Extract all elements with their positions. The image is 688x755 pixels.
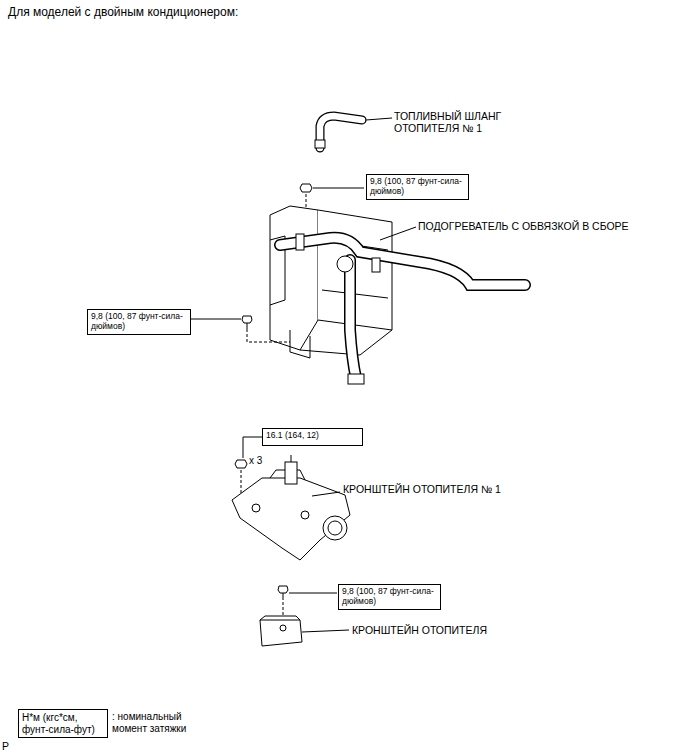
bolt — [242, 316, 252, 332]
bolt — [278, 586, 288, 600]
part-name: ТОПЛИВНЫЙ ШЛАНГ ОТОПИТЕЛЯ № 1 — [394, 110, 524, 134]
torque-value: 9,8 (100, 87 фунт-сила-дюймов) — [342, 587, 437, 607]
torque-box: 9,8 (100, 87 фунт-сила-дюймов) — [338, 584, 441, 610]
heater-bracket — [260, 616, 302, 646]
torque-value: 9,8 (100, 87 фунт-сила-дюймов) — [91, 312, 187, 332]
page-mark: P — [2, 740, 16, 752]
heater-assembly — [270, 206, 525, 384]
part-name: ПОДОГРЕВАТЕЛЬ С ОБВЯЗКОЙ В СБОРЕ — [418, 220, 658, 232]
torque-box: 9,8 (100, 87 фунт-сила-дюймов) — [87, 309, 191, 335]
diagram-title: Для моделей с двойным кондиционером: — [8, 6, 238, 20]
torque-box: 16.1 (164, 12) — [262, 428, 363, 446]
nut — [235, 460, 247, 468]
torque-value: 16.1 (164, 12) — [266, 431, 359, 441]
quantity-note: x 3 — [249, 455, 279, 467]
part-name: КРОНШТЕЙН ОТОПИТЕЛЯ № 1 — [343, 483, 543, 495]
heater-bracket-1 — [232, 455, 350, 560]
legend-description: : номинальный момент затяжки — [112, 711, 208, 734]
legend-box: Н*м (кгс*см, фунт-сила-фут): номинальный… — [18, 709, 108, 738]
legend-unit: Н*м (кгс*см, фунт-сила-фут) — [22, 712, 104, 735]
part-name: КРОНШТЕЙН ОТОПИТЕЛЯ — [352, 624, 532, 636]
torque-value: 9,8 (100, 87 фунт-сила-дюймов) — [370, 177, 465, 197]
torque-box: 9,8 (100, 87 фунт-сила-дюймов) — [366, 174, 469, 200]
fuel-hose — [315, 116, 362, 148]
nut — [300, 184, 312, 192]
